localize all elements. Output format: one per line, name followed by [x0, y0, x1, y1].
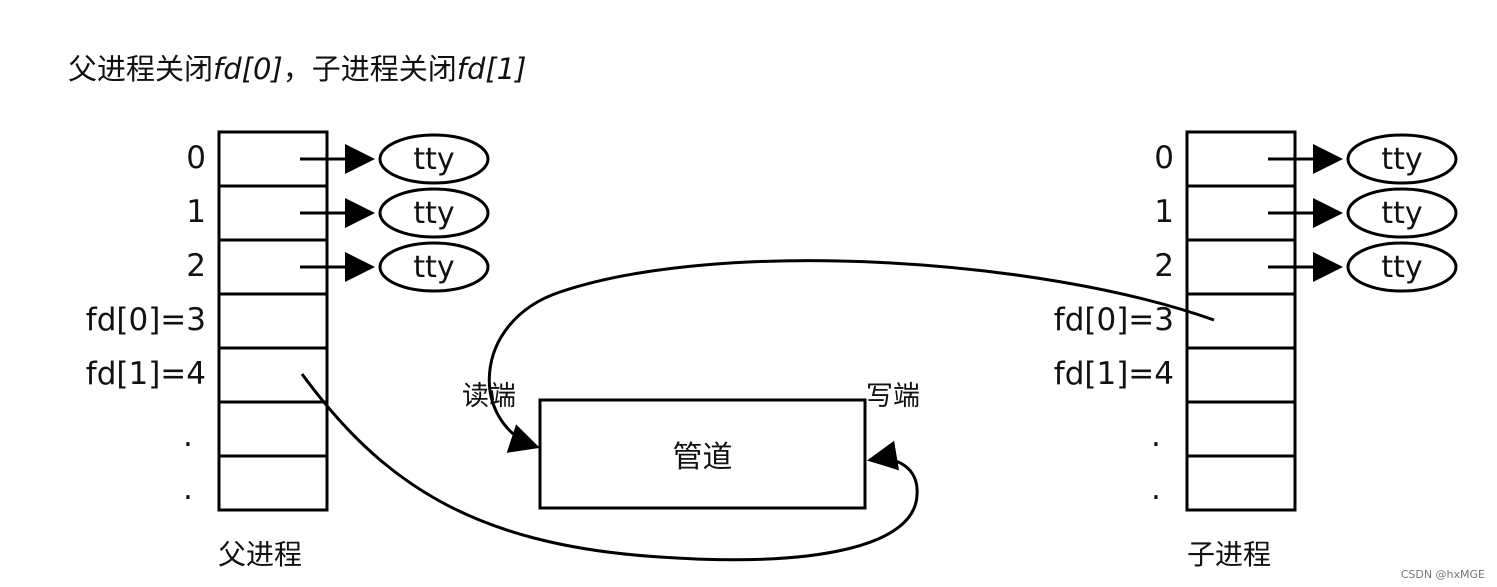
parent-tty-ellipse-0: [378, 133, 490, 185]
parent-fd-label-5: .: [183, 418, 193, 454]
pipe-read-end-label: 读端: [462, 381, 516, 412]
parent-tty-ellipse-1: [378, 187, 490, 239]
parent-tty-label-0: tty: [413, 141, 455, 177]
child-fd-label-6: .: [1151, 471, 1161, 507]
title-part-2: fd[0]: [213, 52, 283, 86]
child-tty-ellipse-0: [1346, 133, 1458, 185]
parent-tty-label-2: tty: [413, 249, 455, 285]
title-part-1: 父进程关闭: [68, 52, 214, 86]
pipe-box: [538, 398, 867, 510]
title-part-3: ，子进程关闭: [282, 52, 457, 86]
parent-fd-label-3: fd[0]=3: [85, 302, 206, 338]
child-fd-cell-2: [1185, 238, 1297, 296]
child-fd-table: [1185, 130, 1297, 512]
child-fd-label-2: 2: [1154, 248, 1174, 284]
parent-fd-cell-5: [217, 400, 329, 458]
parent-tty-label-1: tty: [413, 195, 455, 231]
parent-fd-label-6: .: [183, 471, 193, 507]
parent-fd-label-0: 0: [186, 140, 206, 176]
parent-fd-cell-3: [217, 292, 329, 350]
parent-fd-cell-6: [217, 454, 329, 512]
parent-fd-table: [217, 130, 329, 512]
child-fd-cell-4: [1185, 346, 1297, 404]
child-fd-label-0: 0: [1154, 140, 1174, 176]
child-tty-label-2: tty: [1381, 249, 1423, 285]
parent-tty-links: [300, 133, 490, 293]
pipe-label: 管道: [672, 440, 733, 475]
child-fd-label-3: fd[0]=3: [1053, 302, 1174, 338]
child-tty-links: [1268, 133, 1458, 293]
parent-fd-label-4: fd[1]=4: [85, 356, 206, 392]
watermark: CSDN @hxMGE: [1400, 568, 1485, 581]
child-process-label: 子进程: [1187, 538, 1272, 571]
pipe-write-end-label: 写端: [866, 381, 920, 412]
child-fd-label-4: fd[1]=4: [1053, 356, 1174, 392]
child-tty-label-0: tty: [1381, 141, 1423, 177]
child-tty-ellipse-2: [1346, 241, 1458, 293]
child-fd-cell-3: [1185, 292, 1297, 350]
diagram-title: 父进程关闭fd[0]，子进程关闭fd[1]: [68, 46, 526, 88]
child-fd-label-1: 1: [1154, 194, 1174, 230]
parent-process-label: 父进程: [218, 538, 303, 571]
child-fd-label-5: .: [1151, 418, 1161, 454]
parent-fd-cell-4: [217, 346, 329, 404]
title-part-4: fd[1]: [456, 52, 527, 86]
child-tty-ellipse-1: [1346, 187, 1458, 239]
child-fd-cell-6: [1185, 454, 1297, 512]
child-tty-label-1: tty: [1381, 195, 1423, 231]
parent-tty-ellipse-2: [378, 241, 490, 293]
child-fd-cell-5: [1185, 400, 1297, 458]
parent-fd-label-1: 1: [186, 194, 206, 230]
child-read-curve: [487, 259, 1215, 453]
parent-fd-label-2: 2: [186, 248, 206, 284]
parent-write-curve: [300, 373, 919, 562]
